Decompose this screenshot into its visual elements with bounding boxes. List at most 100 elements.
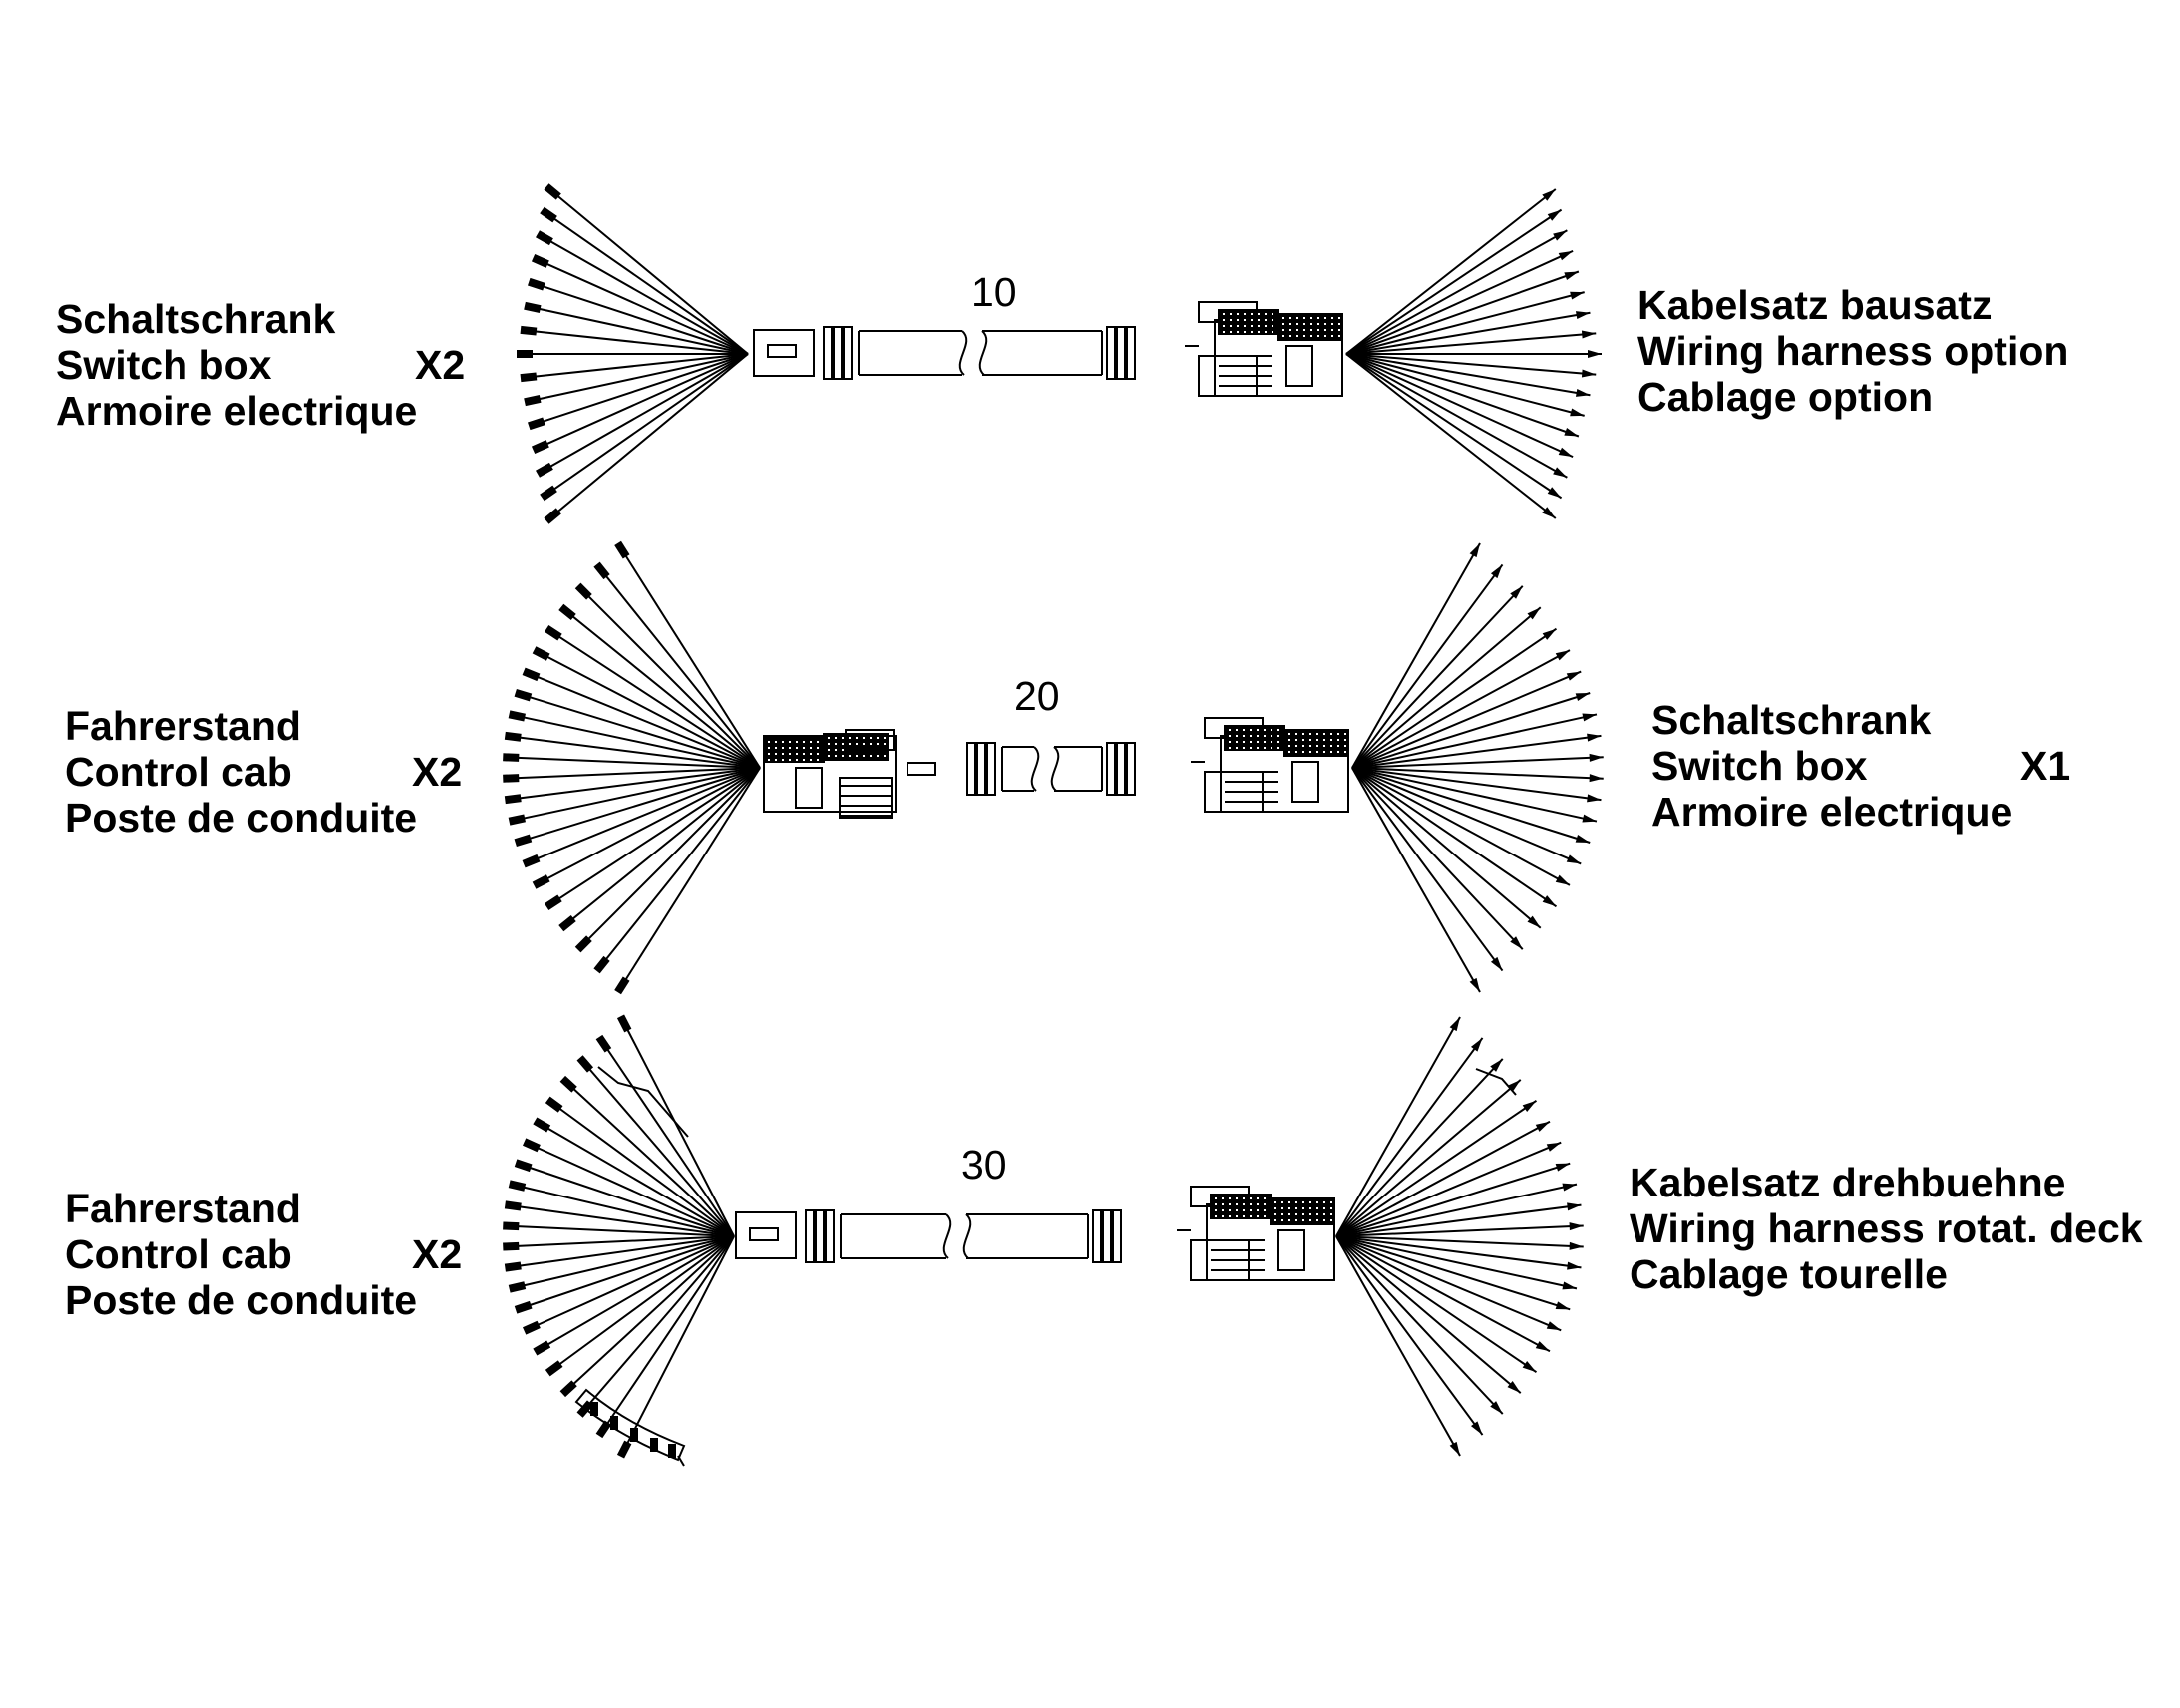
terminal-hole <box>1316 739 1318 741</box>
terminal-hole <box>863 737 865 739</box>
wire-ferrule <box>508 710 526 722</box>
label-en: Switch box <box>56 342 272 388</box>
cable-jacket <box>858 330 1103 376</box>
wire <box>569 613 761 769</box>
terminal-hole <box>1310 317 1312 319</box>
terminal-hole <box>1295 733 1297 735</box>
wire <box>1335 1162 1571 1237</box>
terminal-hole <box>1250 735 1252 737</box>
terminal-hole <box>1323 751 1325 753</box>
wire-ferrule <box>514 1300 533 1314</box>
wire <box>1351 767 1481 993</box>
wire <box>1335 1235 1578 1290</box>
wire <box>1351 767 1582 865</box>
pin-tip <box>1558 447 1574 458</box>
wire-ferrule <box>544 183 561 200</box>
terminal-hole <box>1296 317 1298 319</box>
wire <box>536 307 749 355</box>
terminal-hole <box>1243 1203 1245 1205</box>
wire-ferrule <box>508 814 526 826</box>
label-fr: Armoire electrique <box>56 388 418 434</box>
terminal-block <box>1218 309 1279 335</box>
cable-band <box>825 1209 835 1263</box>
terminal-hole <box>1296 335 1298 337</box>
terminal-hole <box>1288 1207 1290 1209</box>
pin-tip <box>1564 271 1579 280</box>
terminal-hole <box>1277 741 1279 743</box>
wire <box>1345 291 1585 355</box>
plug-grip <box>1204 771 1264 813</box>
terminal-hole <box>1236 735 1238 737</box>
terminal-hole <box>1330 751 1332 753</box>
plug-window <box>1291 761 1319 803</box>
terminal-hole <box>1271 747 1272 749</box>
terminal-hole <box>1295 751 1297 753</box>
wire <box>1351 606 1542 769</box>
terminal-hole <box>1244 331 1246 333</box>
terminal-hole <box>1222 1209 1224 1211</box>
label-fr: Cablage option <box>1637 374 1934 420</box>
terminal-hole <box>1258 319 1260 321</box>
terminal-hole <box>1288 1219 1290 1221</box>
wire <box>1351 767 1602 802</box>
wire <box>1351 767 1558 908</box>
wire <box>1345 353 1574 459</box>
cable-band <box>1126 326 1136 380</box>
wire-ferrule <box>532 874 550 889</box>
terminal-hole <box>1317 335 1319 337</box>
wire <box>521 1235 735 1287</box>
terminal-hole <box>1324 317 1326 319</box>
terminal-hole <box>1272 319 1273 321</box>
sleeve-marker <box>767 344 797 358</box>
wire <box>535 1146 735 1237</box>
terminal-hole <box>1250 729 1252 731</box>
wire <box>550 216 749 355</box>
wire <box>517 736 761 769</box>
wire <box>521 1186 735 1237</box>
terminal-hole <box>1243 1215 1245 1217</box>
terminal-hole <box>1324 323 1326 325</box>
terminal-hole <box>1296 323 1298 325</box>
terminal-hole <box>877 755 879 757</box>
cable-break <box>942 1213 972 1259</box>
terminal-hole <box>1302 733 1304 735</box>
wire-ferrule <box>544 624 562 641</box>
terminal-hole <box>1344 733 1346 735</box>
terminal-hole <box>1316 751 1318 753</box>
label-de: Schaltschrank <box>1651 697 1932 743</box>
wire <box>1345 249 1574 355</box>
terminal-hole <box>817 759 819 761</box>
wire-ferrule <box>524 301 542 314</box>
terminal-hole <box>1257 1209 1259 1211</box>
wire-ferrule <box>595 1034 612 1053</box>
terminal-hole <box>1243 741 1245 743</box>
terminal-hole <box>884 737 886 739</box>
terminal-hole <box>796 747 798 749</box>
harness-number: 20 <box>1014 673 1060 719</box>
pin-tip <box>1449 1441 1460 1456</box>
wire-ferrule <box>544 894 562 911</box>
wire <box>1351 767 1571 886</box>
terminal-hole <box>1323 1219 1325 1221</box>
terminal-hole <box>1282 329 1284 331</box>
terminal-hole <box>1302 1201 1304 1203</box>
terminal-hole <box>1295 1213 1297 1215</box>
wire-ferrule <box>531 254 549 268</box>
pin-tip <box>1547 209 1562 221</box>
plug-grip <box>1198 355 1258 397</box>
wire-ferrule <box>540 485 557 502</box>
terminal-hole <box>1288 745 1290 747</box>
pin-tip <box>1589 753 1604 762</box>
pin-tip <box>1558 250 1574 261</box>
terminal-hole <box>1222 1197 1224 1199</box>
wire-ferrule <box>504 794 522 805</box>
terminal-hole <box>1236 1215 1238 1217</box>
terminal-hole <box>782 741 784 743</box>
terminal-hole <box>1302 1207 1304 1209</box>
terminal-hole <box>1271 735 1272 737</box>
plug-latch <box>845 729 895 751</box>
wire-ferrule <box>574 582 592 600</box>
terminal-hole <box>1215 1209 1217 1211</box>
terminal-hole <box>1223 331 1225 333</box>
pin-tip <box>1547 487 1562 499</box>
